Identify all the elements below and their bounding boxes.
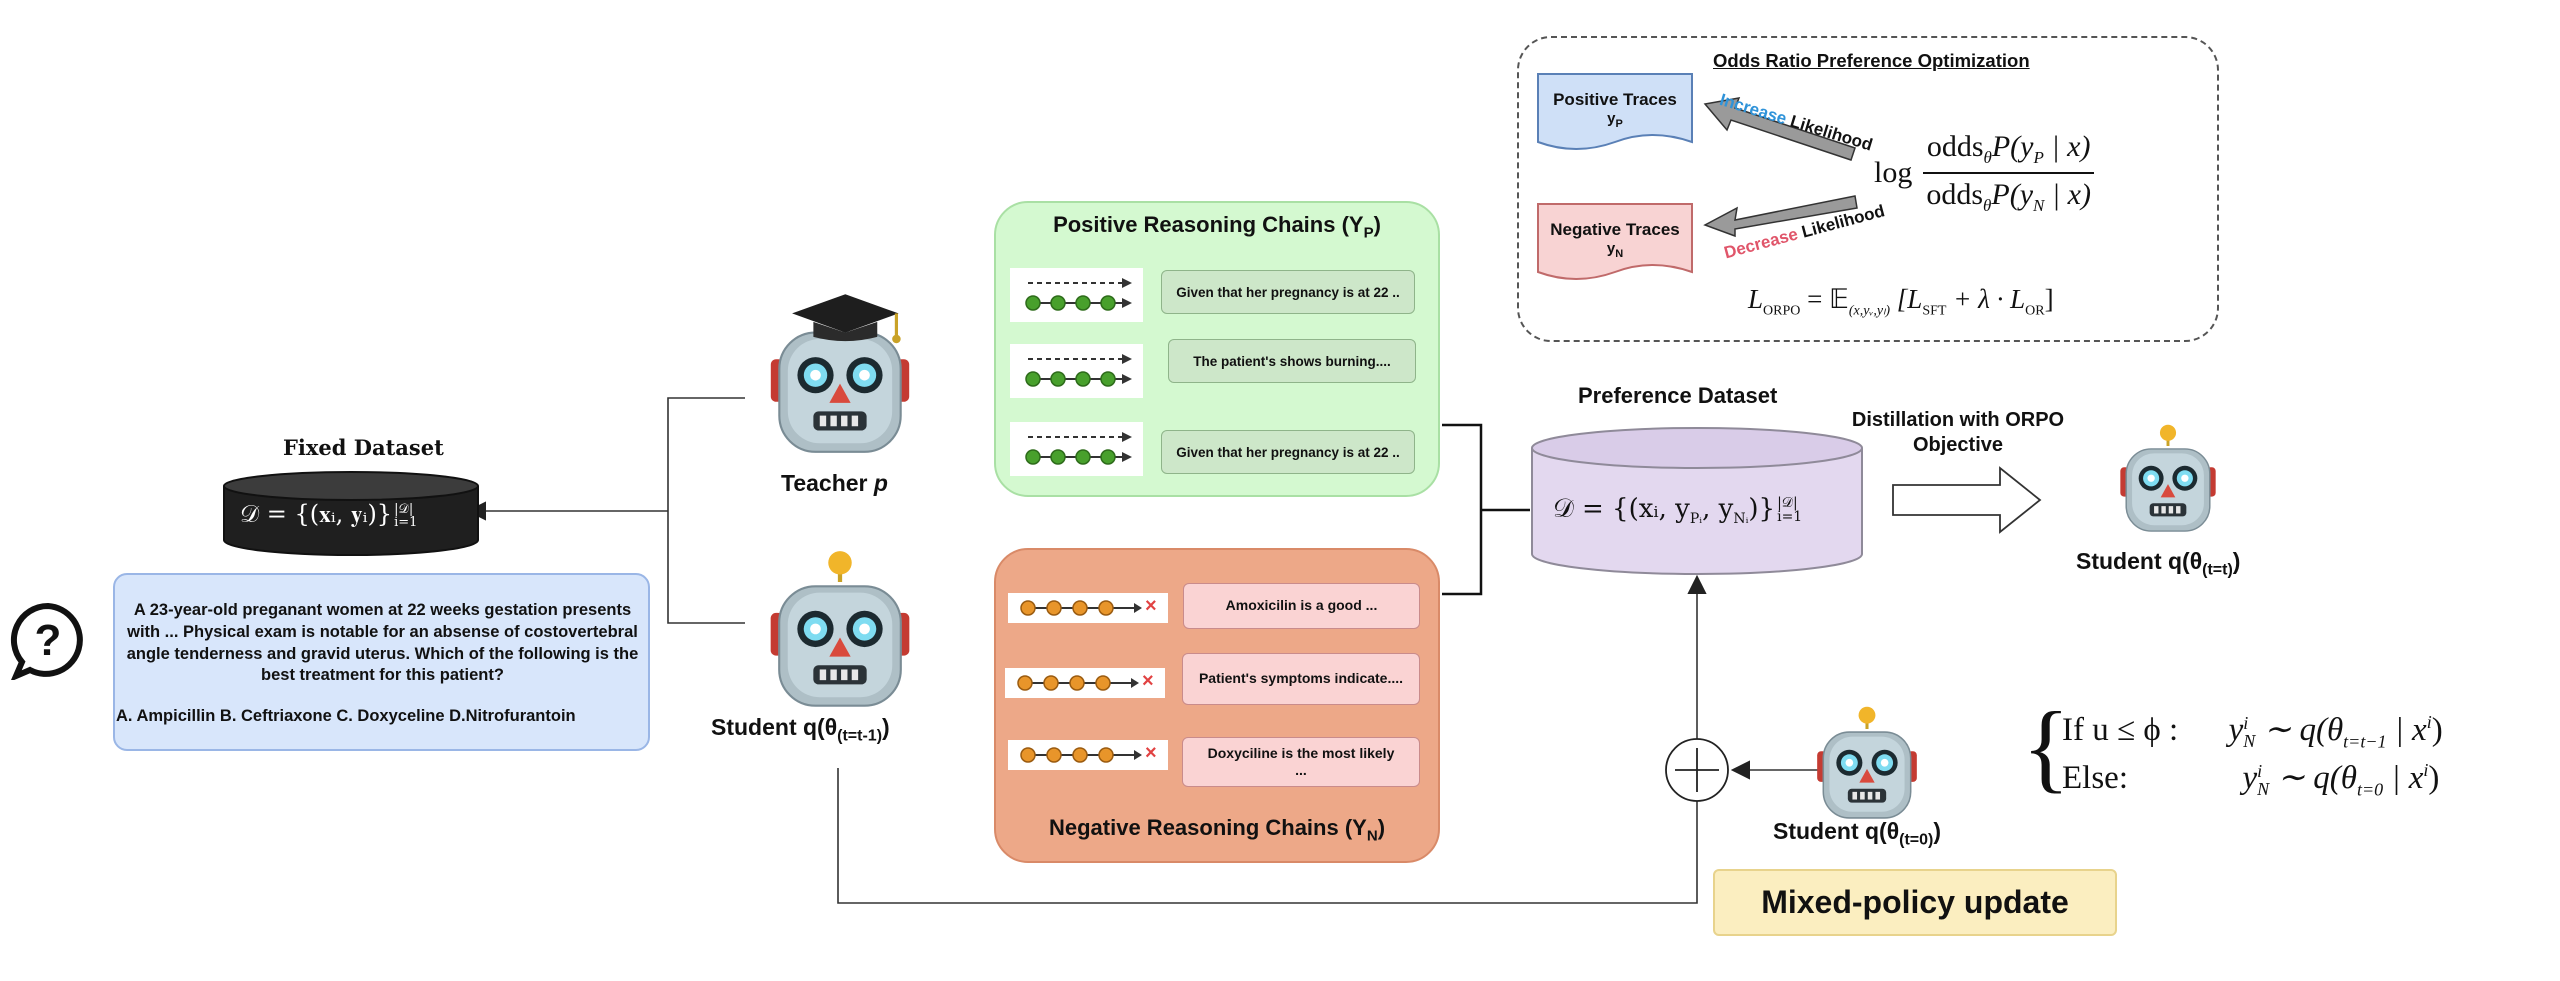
likelihood-arrows [1703,97,1858,238]
mixed-policy-update-label: Mixed-policy update [1713,869,2117,936]
preference-dataset-formula: 𝒟 = {(xᵢ, yPᵢ, yNᵢ)}|𝒟|i=1 [1553,494,1803,528]
fixed-dataset-title: Fixed Dataset [283,435,444,460]
question-bubble-icon: ? [10,602,83,680]
negative-chain-text-2: Patient's symptoms indicate.... [1182,653,1420,705]
cross-mark-3: × [1145,742,1157,764]
teacher-robot-icon [770,294,910,453]
positive-panel-title: Positive Reasoning Chains (YP) [1053,212,1381,242]
svg-text:?: ? [35,616,62,665]
teacher-label: Teacher p [781,470,888,496]
student-zero-robot-icon [1817,706,1917,819]
student-loop-line [837,768,1698,904]
distillation-label: Distillation with ORPO Objective [1851,409,2065,456]
positive-chain-text-2: The patient's shows burning.... [1168,339,1416,383]
student-prev-robot-icon [770,551,910,707]
orpo-box [1517,36,2219,342]
positive-chain-text-1: Given that her pregnancy is at 22 .. [1161,270,1415,314]
positive-traces-label: Positive Traces yP [1553,90,1677,130]
fixed-dataset-formula: 𝒟 = {(𝐱ᵢ, 𝐲ᵢ)}|𝒟|i=1 [240,500,418,530]
cross-mark-2: × [1142,670,1154,692]
question-text: A 23-year-old preganant women at 22 week… [126,601,639,685]
student-new-robot-icon [2120,424,2216,532]
student-prev-label: Student q(θ(t=t-1)) [711,714,890,745]
preference-dataset-cylinder [1531,427,1863,575]
negative-panel-title: Negative Reasoning Chains (YN) [1048,815,1386,845]
orpo-loss-formula: LORPO = 𝔼(x,yᵥ,yₗ) [LSFT + λ · LOR] [1748,284,2054,319]
orpo-title: Odds Ratio Preference Optimization [1713,50,2030,71]
positive-chain-text-3: Given that her pregnancy is at 22 .. [1161,430,1415,474]
student-zero-label: Student q(θ(t=0)) [1773,818,1942,849]
distillation-arrow [1892,466,2042,534]
student-new-label: Student q(θ(t=t)) [2076,548,2241,579]
positive-traces-doc-icon [1537,73,1693,150]
answer-options: A. Ampicillin B. Ceftriaxone C. Doxyceli… [116,707,576,725]
cross-mark-1: × [1145,595,1157,617]
negative-chain-text-1: Amoxicilin is a good ... [1183,583,1420,629]
negative-traces-label: Negative Traces yN [1550,220,1680,260]
log-odds-formula: log oddsθP(yP | x) oddsθP(yN | x) [1874,130,2095,216]
preference-dataset-title: Preference Dataset [1578,383,1778,408]
fixed-dataset-cylinder [223,471,479,556]
question-box [113,573,650,751]
negative-chain-text-3: Doxyciline is the most likely ... [1182,737,1420,787]
negative-traces-doc-icon [1537,203,1693,280]
